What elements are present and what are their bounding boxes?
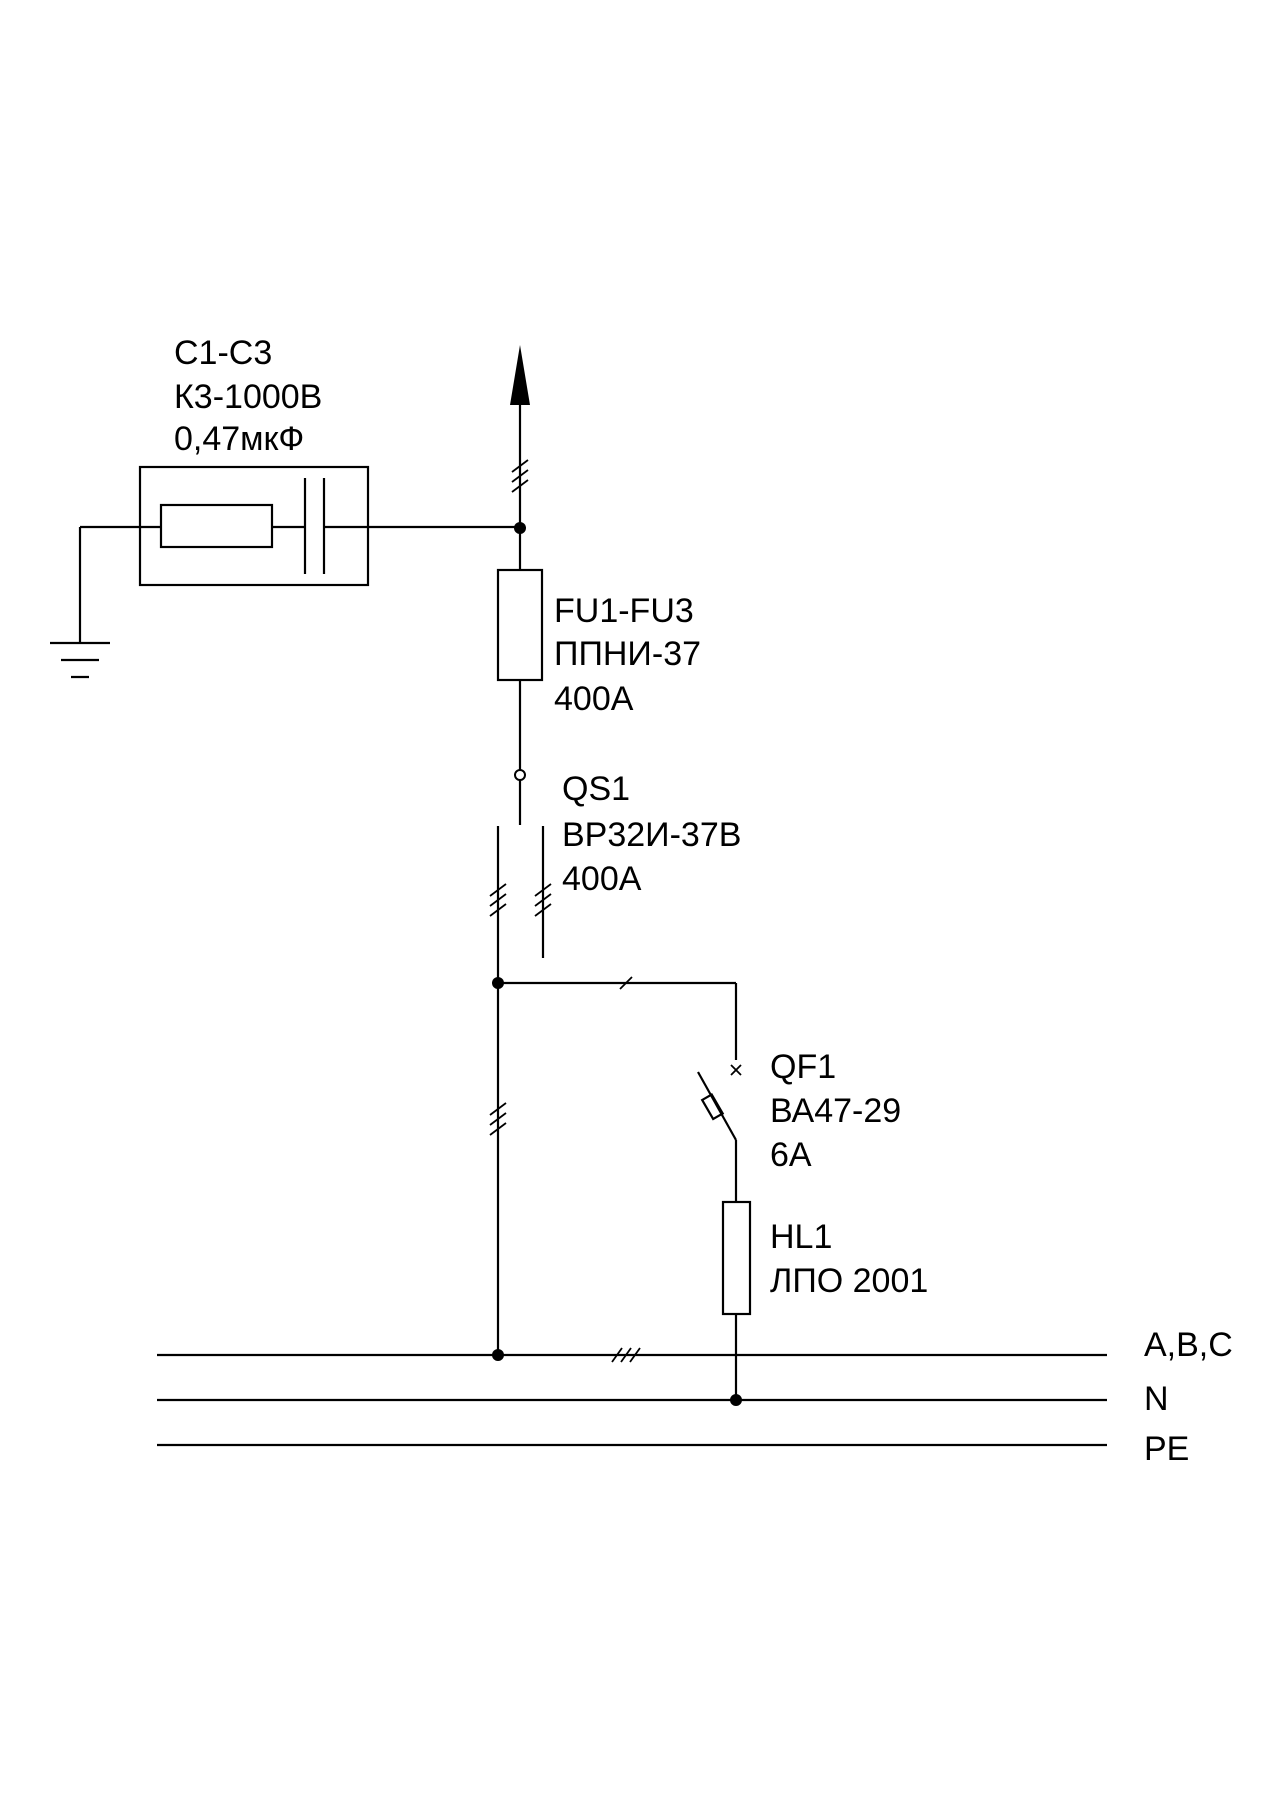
bus-label-pe: PE [1144,1430,1189,1468]
bus-lines [157,1347,1107,1447]
switch-type: ВР32И-37В [562,816,741,854]
junction-bus-neutral [730,1394,742,1406]
fuse-symbol [496,528,544,770]
switch-designation: QS1 [562,770,630,808]
fuse-designation: FU1-FU3 [554,592,694,630]
lamp-type: ЛПО 2001 [770,1262,928,1300]
switch-rating: 400А [562,860,642,898]
capacitor-type: К3-1000В [174,378,322,416]
fuse-type: ППНИ-37 [554,635,701,673]
disconnect-switch-symbol [489,769,552,983]
breaker-type: ВА47-29 [770,1092,901,1130]
feeder-arrow [510,345,530,528]
bus-label-neutral: N [1144,1380,1169,1418]
fuse-rating: 400А [554,680,634,718]
lamp-designation: HL1 [770,1218,832,1256]
lamp-symbol [721,1200,752,1400]
capacitor-designation: С1-С3 [174,334,272,372]
breaker-branch [498,976,742,1202]
breaker-rating: 6А [770,1136,812,1174]
capacitor-rating: 0,47мкФ [174,420,304,458]
junction-bus-phases [492,1349,504,1361]
breaker-designation: QF1 [770,1048,836,1086]
bus-label-phases: A,B,C [1144,1326,1233,1364]
capacitor-block [80,465,520,587]
ground-icon [50,527,110,679]
main-vertical-wire [489,983,507,1355]
